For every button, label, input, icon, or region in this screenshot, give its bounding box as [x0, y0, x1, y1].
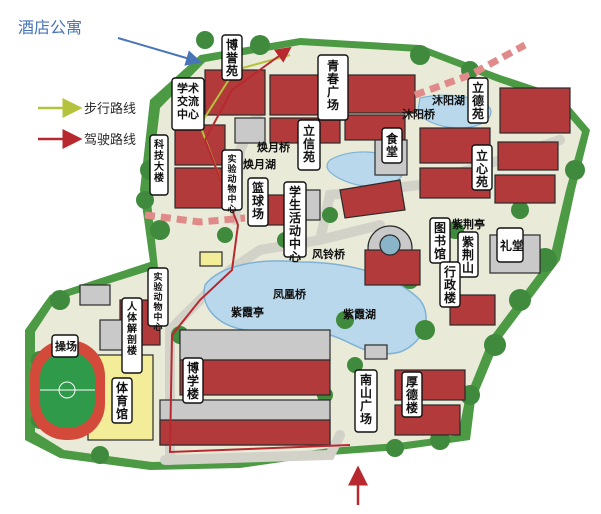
label-xingzheng: 行政楼 — [443, 264, 457, 305]
label-xueshu: 学术交流中心 — [177, 81, 199, 121]
place-signs — [51, 34, 524, 433]
label-huanyuehu: 焕月湖 — [243, 157, 276, 171]
label-keji: 科技大楼 — [154, 138, 165, 184]
label-houde: 厚德楼 — [406, 375, 418, 415]
map-title: 酒店公寓 — [18, 18, 82, 37]
label-qingchun: 青春广场 — [326, 58, 340, 112]
label-nanshan: 南山广场 — [360, 372, 372, 426]
label-xuesheng: 学生活动中心 — [289, 184, 301, 264]
boundary-ribbon-left — [144, 211, 246, 226]
label-boyuan: 博誉苑 — [225, 37, 239, 78]
sports-field — [30, 340, 105, 440]
label-caochang: 操场 — [55, 339, 77, 353]
label-muyangqiao: 沐阳桥 — [402, 107, 436, 121]
label-lanqiu: 篮球场 — [251, 180, 265, 221]
label-tushuguan: 图书馆 — [434, 221, 446, 261]
label-shitang: 食堂 — [385, 131, 399, 159]
drive-legend-label: 驾驶路线 — [84, 132, 136, 148]
label-tiyuguan: 体育馆 — [116, 380, 129, 421]
label-shiyan1: 实验动物中心 — [227, 153, 237, 215]
label-huanyueqiao: 焕月桥 — [257, 140, 291, 154]
label-shiyan2: 实验动物中心 — [153, 271, 163, 333]
label-zixiating: 紫霞亭 — [231, 305, 264, 319]
boundary-ribbon-right — [413, 41, 527, 99]
label-boxue: 博学楼 — [187, 360, 199, 401]
label-fenglingqiao: 风铃桥 — [312, 247, 346, 261]
walk-legend-label: 步行路线 — [84, 101, 136, 117]
hotel-pointer-arrow — [117, 37, 202, 66]
buildings — [79, 69, 571, 446]
label-renti: 人体解剖楼 — [127, 300, 138, 357]
driving-route — [168, 46, 351, 454]
label-zijingting: 紫荆亭 — [452, 217, 485, 231]
place-labels: 博誉苑 学术交流中心 青春广场 立德苑 科技大楼 实验动物中心 立信苑 食堂 立… — [55, 37, 524, 426]
label-fenghuangqiao: 凤凰桥 — [273, 287, 307, 301]
label-litang: 礼堂 — [500, 238, 524, 253]
label-zijingshan: 紫荆山 — [462, 234, 474, 275]
label-lide: 立德苑 — [472, 80, 484, 121]
label-zixiahu: 紫霞湖 — [343, 307, 376, 321]
label-lixin: 立心苑 — [476, 148, 488, 189]
label-muyanghu: 沐阳湖 — [432, 93, 465, 107]
label-lixin-yuan: 立信苑 — [303, 123, 315, 164]
